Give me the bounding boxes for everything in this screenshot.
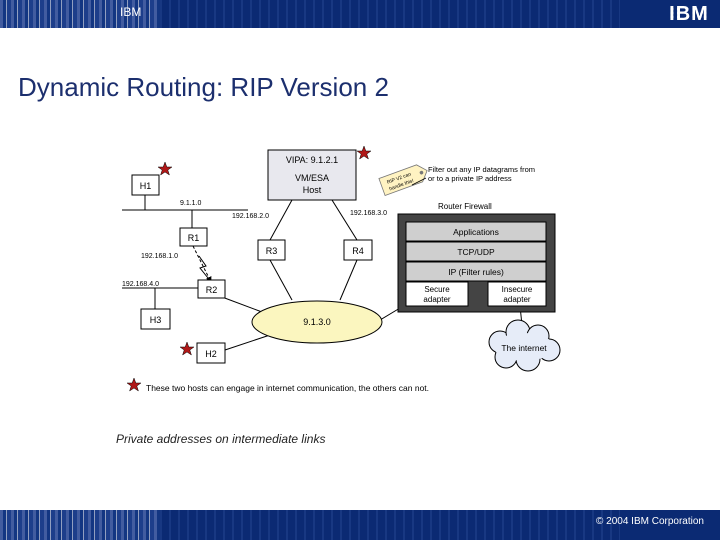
host-h3: [140, 308, 171, 330]
vipa-r3-link: [269, 199, 293, 241]
filter-note-2: or to a private IP address: [428, 174, 512, 183]
r2-net-link: [221, 296, 263, 313]
secure-adapter-label-2: adapter: [423, 295, 450, 304]
router-r3: [257, 239, 286, 261]
brand-label: IBM: [120, 5, 142, 19]
router-r2: [197, 279, 226, 299]
star-h1: [157, 161, 173, 176]
filter-note-pointer: [411, 177, 427, 186]
star-legend: [126, 377, 142, 392]
router-r4: [343, 239, 373, 261]
router-r1: [179, 227, 208, 247]
banner-stripes: [0, 510, 160, 540]
vipa-host-box: [267, 149, 357, 201]
host-h2: [196, 342, 226, 364]
secure-adapter: [405, 281, 469, 307]
h2-net-link: [224, 334, 271, 351]
r4-net-link: [339, 259, 358, 301]
net-19220-label: 192.168.2.0: [232, 213, 269, 220]
internet-label: The internet: [501, 343, 547, 353]
star-vipa: [356, 145, 372, 160]
banner-stripes: [0, 0, 160, 28]
rip-v2-tag: RIP V2 can handle this!: [378, 164, 428, 196]
host-label: Host: [303, 185, 322, 195]
layer-tcpudp-label: TCP/UDP: [457, 247, 495, 257]
r1-r2-lightning: [198, 255, 209, 279]
router-r2-label: R2: [206, 285, 218, 295]
bottom-banner: [0, 510, 720, 540]
banner-stripes: [160, 510, 620, 540]
copyright-footer: © 2004 IBM Corporation: [596, 516, 704, 527]
net-19240-label: 192.168.4.0: [122, 281, 159, 288]
layer-applications: [405, 221, 547, 242]
firewall-title: Router Firewall: [438, 202, 492, 211]
router-r4-label: R4: [352, 246, 364, 256]
r1-r2-link: [192, 245, 212, 283]
net-9130-label: 9.1.3.0: [303, 317, 331, 327]
internet-cloud: [488, 319, 561, 372]
net-9110-label: 9.1.1.0: [180, 200, 202, 207]
layer-ip-label: IP (Filter rules): [448, 267, 504, 277]
insecure-adapter: [487, 281, 547, 307]
r3-net-link: [269, 259, 293, 301]
layer-applications-label: Applications: [453, 227, 499, 237]
layer-tcpudp: [405, 241, 547, 262]
vipa-label: VIPA: 9.1.2.1: [286, 155, 338, 165]
page-title: Dynamic Routing: RIP Version 2: [18, 72, 389, 102]
banner-stripes: [160, 0, 620, 28]
host-h1-label: H1: [140, 181, 152, 191]
net-19230-label: 192.168.3.0: [350, 210, 387, 217]
ibm-logo: IBM: [664, 2, 714, 26]
insecure-adapter-label-1: Insecure: [502, 285, 533, 294]
vmesa-label: VM/ESA: [295, 173, 329, 183]
filter-note-1: Filter out any IP datagrams from: [428, 165, 535, 174]
top-banner: IBM IBM: [0, 0, 720, 28]
vipa-r4-link: [331, 199, 358, 241]
router-r3-label: R3: [266, 246, 278, 256]
star-h2: [179, 341, 195, 356]
legend-text: These two hosts can engage in internet c…: [146, 383, 429, 393]
secure-adapter-label-1: Secure: [424, 285, 450, 294]
host-h2-label: H2: [205, 349, 217, 359]
insecure-adapter-label-2: adapter: [503, 295, 530, 304]
network-9130: [251, 300, 383, 344]
layer-ip: [405, 261, 547, 282]
host-h3-label: H3: [150, 315, 162, 325]
diagram-caption: Private addresses on intermediate links: [116, 432, 326, 446]
router-r1-label: R1: [188, 233, 200, 243]
net-19210-label: 192.168.1.0: [141, 253, 178, 260]
host-h1: [131, 174, 160, 196]
